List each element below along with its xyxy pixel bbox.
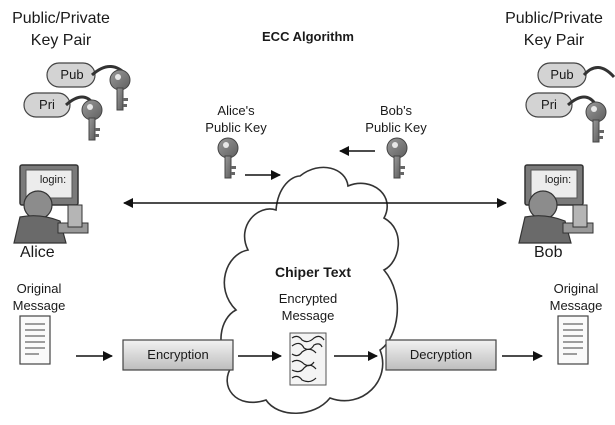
alice-document-icon	[19, 315, 51, 365]
alice-pub-tag: Pub	[60, 67, 84, 82]
alice-pri-key-tag	[23, 92, 103, 141]
bob-pri-tag: Pri	[541, 97, 557, 112]
decryption-box	[385, 339, 497, 371]
alice-public-key-icon	[217, 137, 239, 179]
cipher-text-title: Chiper Text	[275, 264, 351, 280]
decryption-label: Decryption	[409, 347, 473, 362]
alice-screen-text: login:	[39, 174, 67, 186]
alice-original-message-label: Original Message	[12, 281, 66, 313]
cipher-cloud	[220, 166, 400, 415]
diagram-title: ECC Algorithm	[262, 29, 354, 44]
bob-pub-tag: Pub	[550, 67, 574, 82]
bob-pub-key-tag	[537, 62, 615, 88]
bob-pri-key-tag	[525, 92, 607, 143]
alice-keypair-label: Public/Private Key Pair	[12, 10, 110, 49]
bob-public-key-label: Bob's Public Key	[365, 103, 427, 135]
alice-public-key-label: Alice's Public Key	[205, 103, 267, 135]
alice-name: Alice	[20, 244, 55, 261]
bob-document-icon	[557, 315, 589, 365]
alice-pri-tag: Pri	[39, 97, 55, 112]
encryption-box	[122, 339, 234, 371]
encrypted-message-icon	[289, 332, 327, 386]
bob-public-key-icon	[386, 137, 408, 179]
bob-keypair-label: Public/Private Key Pair	[505, 10, 603, 49]
bob-name: Bob	[534, 244, 563, 261]
alice-pub-key-tag	[46, 62, 131, 111]
encrypted-message-label: Encrypted Message	[278, 291, 338, 323]
encryption-label: Encryption	[147, 347, 209, 362]
bob-screen-text: login:	[544, 174, 572, 186]
bob-original-message-label: Original Message	[549, 281, 603, 313]
